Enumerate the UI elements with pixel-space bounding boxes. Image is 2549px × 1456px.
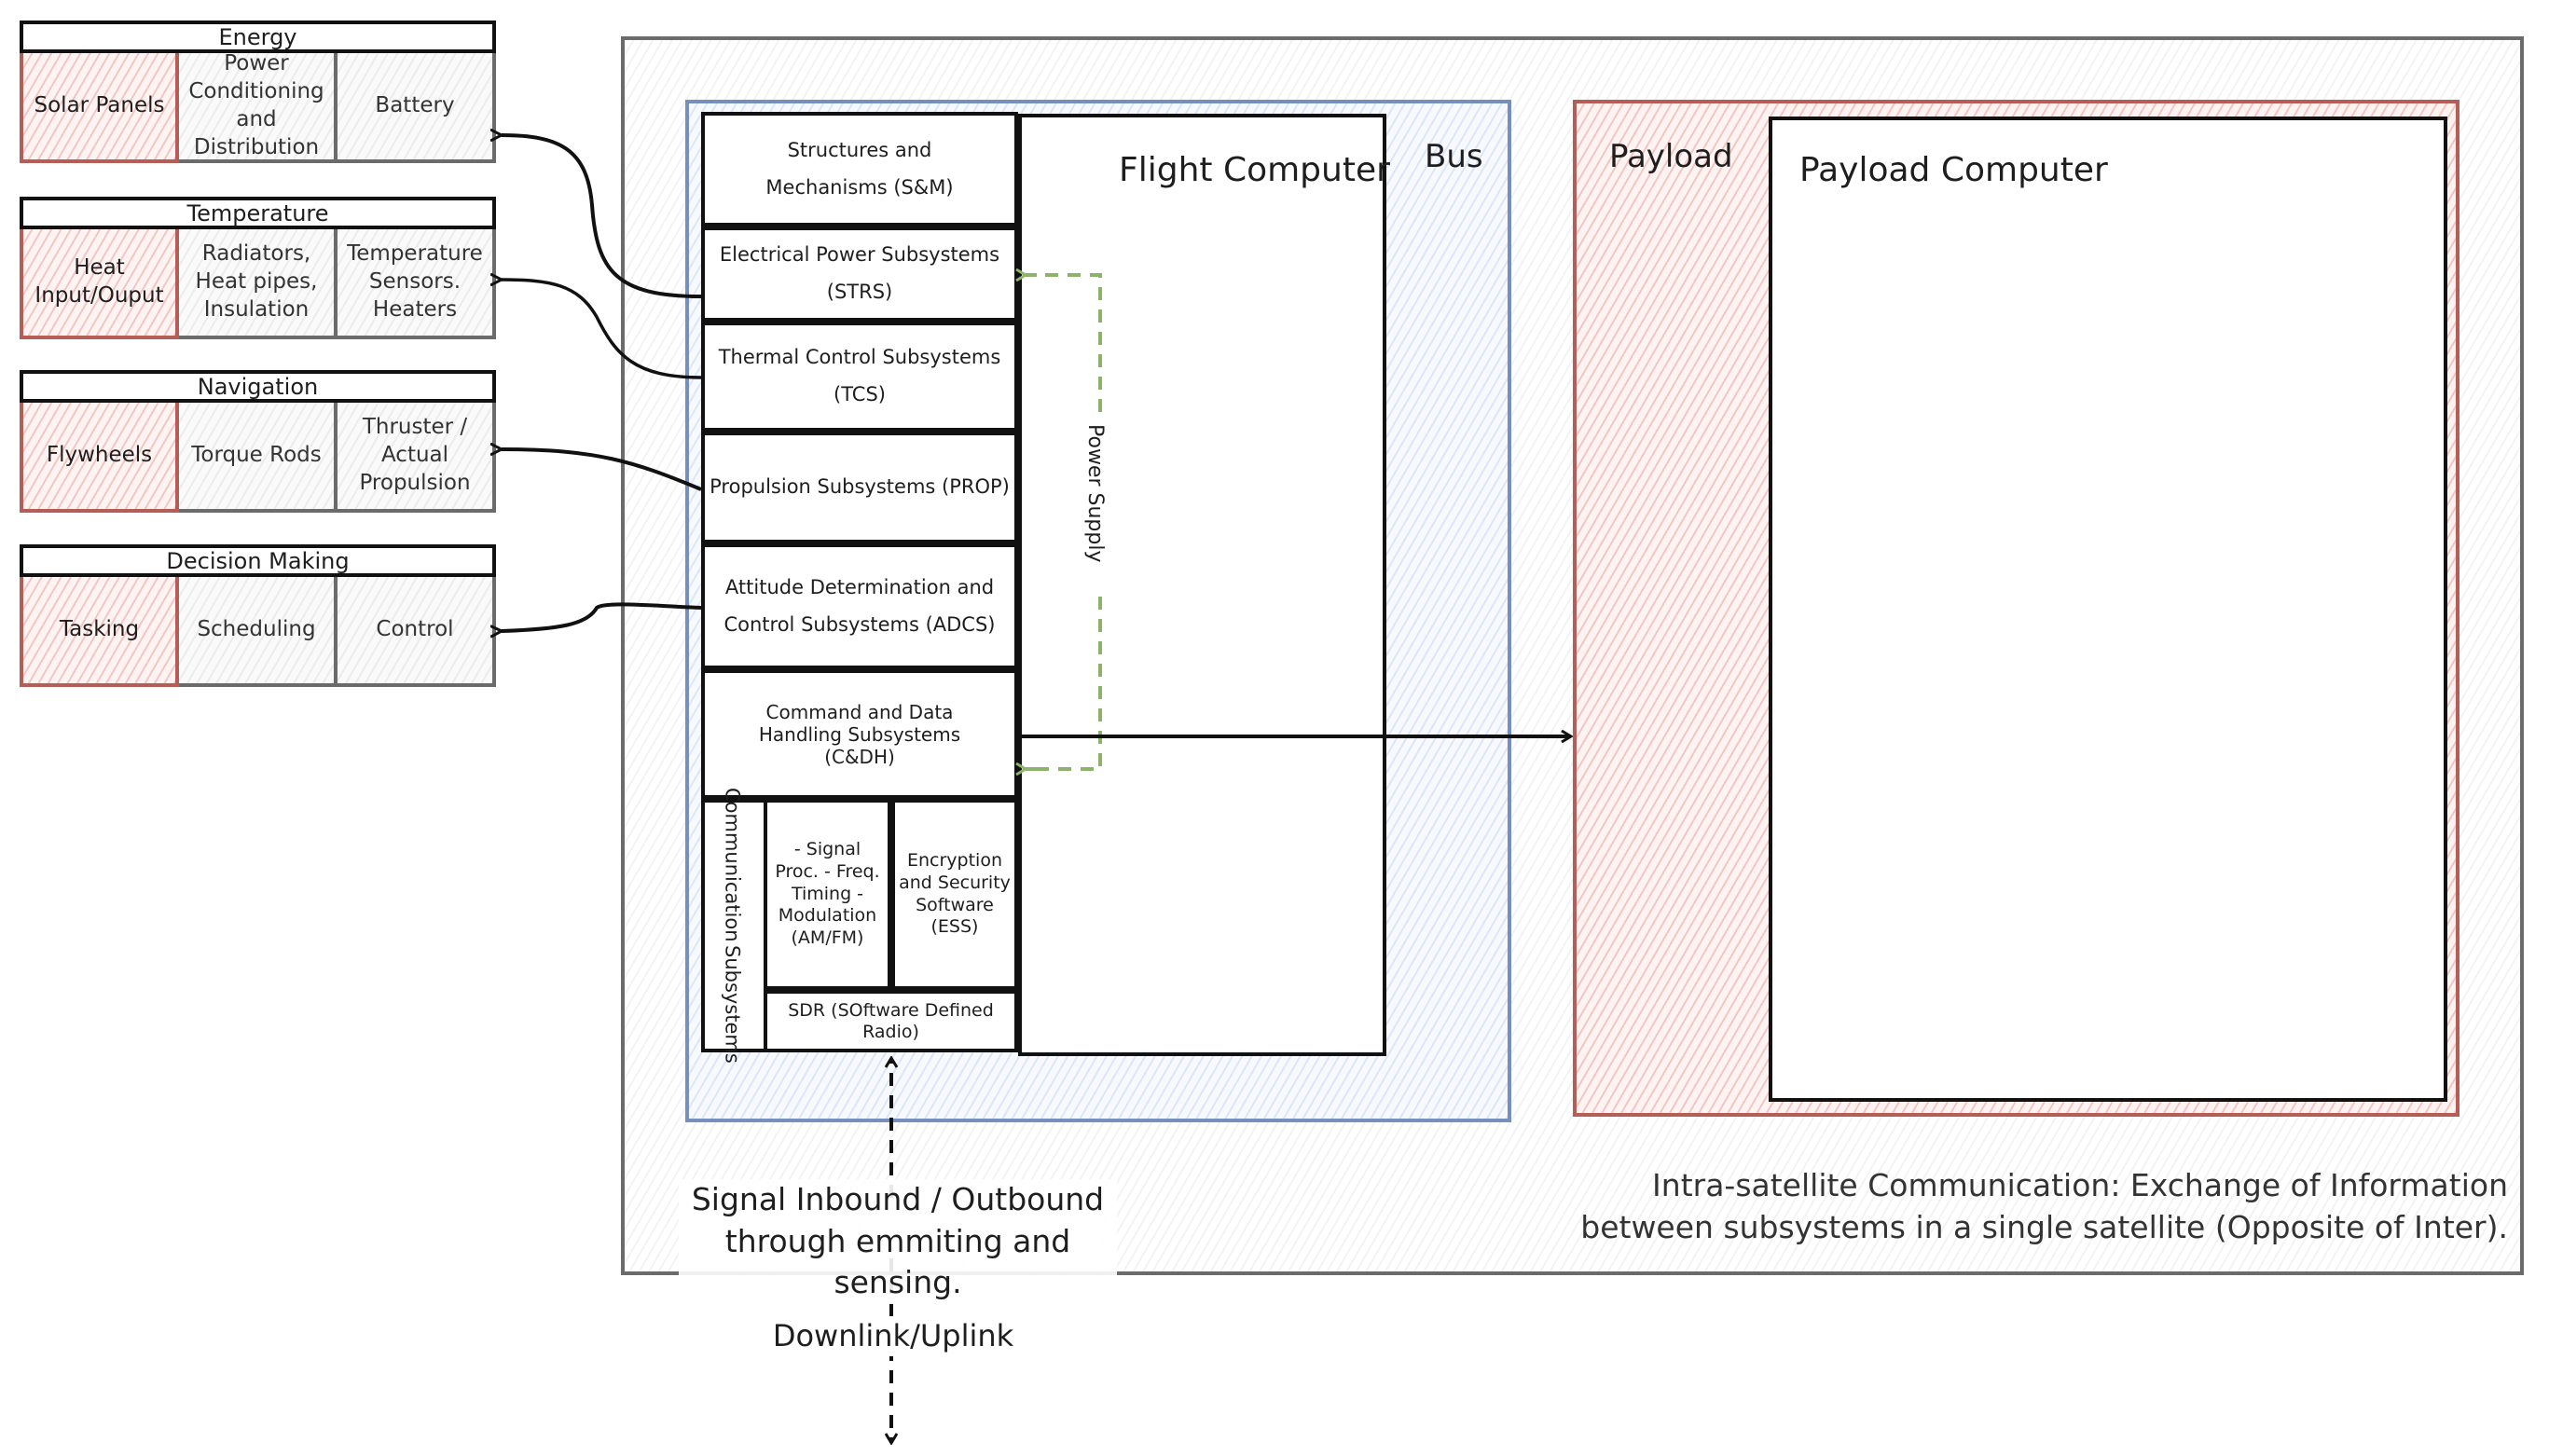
group-cell[interactable]: Battery <box>338 53 496 163</box>
group-energy[interactable]: Energy Solar Panels Power Conditioning a… <box>20 21 496 164</box>
cell-label: Solar Panels <box>34 93 165 118</box>
subsystem-prop-label: Propulsion Subsystems (PROP) <box>710 475 1010 499</box>
subsystem-adcs[interactable]: Attitude Determination and Control Subsy… <box>701 543 1018 669</box>
arrow-adcs-to-decision <box>502 602 702 631</box>
communication-label-line1: Communication <box>721 787 744 942</box>
subsystem-eps-label: Electrical Power Subsystems (STRS) <box>719 243 1000 303</box>
cell-label: Power Conditioning and Distribution <box>188 51 324 159</box>
arrow-prop-to-navigation <box>502 449 702 491</box>
communication-label: Communication Subsystems <box>701 788 764 1064</box>
communication-label-line2: Subsystems <box>721 945 744 1065</box>
group-cell[interactable]: Scheduling <box>179 577 338 687</box>
ess-block[interactable]: Encryption and Security Software (ESS) <box>891 799 1018 990</box>
subsystem-tcs-label: Thermal Control Subsystems (TCS) <box>718 346 1001 405</box>
arrow-tcs-to-temperature <box>502 280 702 379</box>
subsystem-cdh-label: Command and Data Handling Subsystems (C&… <box>758 700 961 768</box>
group-decision-making-title: Decision Making <box>20 544 496 577</box>
group-cell[interactable]: Heat Input/Ouput <box>20 229 179 339</box>
payload-label: Payload <box>1609 138 1733 175</box>
cell-label: Thruster / Actual Propulsion <box>359 415 471 495</box>
group-cell[interactable]: Torque Rods <box>179 403 338 513</box>
group-cell[interactable]: Solar Panels <box>20 53 179 163</box>
cell-label: Control <box>376 617 454 642</box>
cell-label: Temperature Sensors. Heaters <box>347 241 483 322</box>
group-decision-making[interactable]: Decision Making Tasking Scheduling Contr… <box>20 544 496 688</box>
signal-caption: Signal Inbound / Outbound through emmiti… <box>679 1179 1117 1304</box>
group-cell[interactable]: Thruster / Actual Propulsion <box>338 403 496 513</box>
cell-label: Scheduling <box>197 617 316 642</box>
signal-processing-block[interactable]: - Signal Proc. - Freq. Timing - Modulati… <box>764 799 891 990</box>
flight-computer[interactable] <box>1018 114 1386 1056</box>
group-cell[interactable]: Tasking <box>20 577 179 687</box>
link-caption: Downlink/Uplink <box>763 1316 1024 1357</box>
cell-label: Torque Rods <box>191 443 322 468</box>
group-navigation-title: Navigation <box>20 370 496 403</box>
sdr-block[interactable]: SDR (SOftware Defined Radio) <box>764 990 1018 1052</box>
subsystem-sm[interactable]: Structures and Mechanisms (S&M) <box>701 112 1018 227</box>
sdr-label: SDR (SOftware Defined Radio) <box>788 999 994 1042</box>
subsystem-tcs[interactable]: Thermal Control Subsystems (TCS) <box>701 322 1018 432</box>
flight-computer-label: Flight Computer <box>1119 151 1390 189</box>
subsystem-adcs-label: Attitude Determination and Control Subsy… <box>723 575 996 636</box>
bus-label: Bus <box>1425 138 1483 175</box>
group-energy-title: Energy <box>20 21 496 53</box>
intra-satellite-caption: Intra-satellite Communication: Exchange … <box>1580 1167 2508 1245</box>
subsystem-cdh[interactable]: Command and Data Handling Subsystems (C&… <box>701 669 1018 799</box>
power-supply-arrows <box>1026 273 1102 771</box>
group-cell[interactable]: Power Conditioning and Distribution <box>179 51 338 163</box>
cell-label: Heat Input/Ouput <box>34 255 164 308</box>
group-cell[interactable]: Radiators, Heat pipes, Insulation <box>179 229 338 339</box>
ess-label: Encryption and Security Software (ESS) <box>899 850 1011 938</box>
group-temperature-title: Temperature <box>20 197 496 229</box>
cell-label: Tasking <box>59 617 140 642</box>
cell-label: Radiators, Heat pipes, Insulation <box>195 241 318 322</box>
subsystem-sm-label: Structures and Mechanisms (S&M) <box>765 138 954 199</box>
arrow-eps-to-energy <box>502 135 702 298</box>
payload-computer[interactable] <box>1769 117 2447 1102</box>
group-cell[interactable]: Flywheels <box>20 403 179 513</box>
subsystem-eps[interactable]: Electrical Power Subsystems (STRS) <box>701 227 1018 322</box>
payload-computer-label: Payload Computer <box>1799 151 2108 189</box>
cell-label: Battery <box>375 93 455 118</box>
power-supply-label: Power Supply <box>1083 424 1107 563</box>
signal-processing-label: - Signal Proc. - Freq. Timing - Modulati… <box>775 839 880 949</box>
subsystem-prop[interactable]: Propulsion Subsystems (PROP) <box>701 432 1018 543</box>
cell-label: Flywheels <box>46 443 153 468</box>
group-navigation[interactable]: Navigation Flywheels Torque Rods Thruste… <box>20 370 496 514</box>
